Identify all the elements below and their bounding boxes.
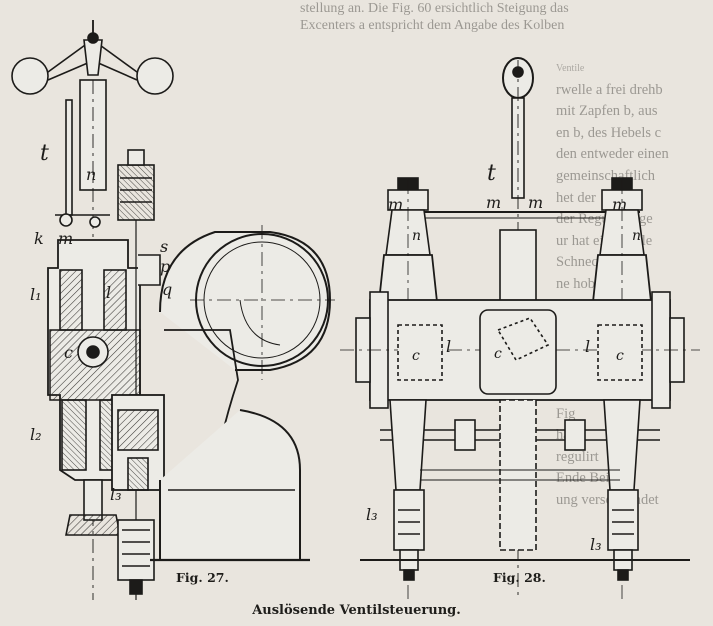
part-label: m (486, 193, 501, 212)
part-label: c (64, 343, 73, 362)
part-label: m (388, 195, 403, 214)
bleed-line: en b, des Hebels c (556, 124, 662, 141)
part-label: n (632, 228, 641, 244)
bleed-through-top: stellung an. Die Fig. 60 ersichtlich Ste… (300, 0, 680, 34)
part-label: l₃ (366, 505, 378, 524)
part-label: l (446, 337, 451, 356)
bleed-line: regulirt (556, 448, 599, 465)
part-label: s (160, 237, 168, 256)
part-label: p (160, 257, 170, 276)
figure-27-labels: t n s p q k m l l₁ c l₂ l₃ (30, 141, 172, 504)
part-label: c (494, 346, 502, 362)
bleed-line: stellung an. Die Fig. 60 ersichtlich Ste… (300, 1, 569, 16)
figure-28-caption: Fig. 28. (493, 570, 546, 585)
page-caption: Auslösende Ventilsteuerung. (252, 603, 461, 618)
part-label: n (86, 165, 96, 184)
figure-28-drawing (340, 57, 700, 600)
part-label: l₁ (30, 285, 42, 304)
part-label: l (106, 283, 111, 302)
figure-27-drawing (11, 20, 335, 600)
bleed-line: het der (556, 189, 596, 206)
part-label: l₃ (110, 485, 122, 504)
part-label: l₃ (590, 535, 602, 554)
figure-27-caption: Fig. 27. (176, 570, 229, 585)
part-label: n (412, 228, 421, 244)
part-label: m (58, 229, 73, 248)
part-label: q (162, 280, 172, 299)
bleed-line: rwelle a frei drehb (556, 81, 663, 98)
part-label: l₂ (30, 425, 42, 444)
part-label: m (528, 193, 543, 212)
part-label: l (585, 337, 590, 356)
part-label: t (487, 161, 496, 186)
part-label: t (40, 141, 49, 166)
part-label: m (612, 195, 627, 214)
part-label: k (34, 229, 44, 248)
figure-28-labels: t m m m m n n l l c c c l₃ l₃ (366, 161, 641, 554)
bleed-line: mit Zapfen b, aus (556, 103, 658, 120)
bleed-line: Fig (556, 405, 576, 422)
governor (11, 20, 174, 95)
part-label: c (616, 348, 624, 364)
part-label: c (412, 348, 420, 364)
bleed-line: Ventile (556, 63, 585, 74)
bleed-line: den entweder einen (556, 146, 669, 163)
bleed-line: Excenters a entspricht dem Angabe des Ko… (300, 18, 565, 33)
